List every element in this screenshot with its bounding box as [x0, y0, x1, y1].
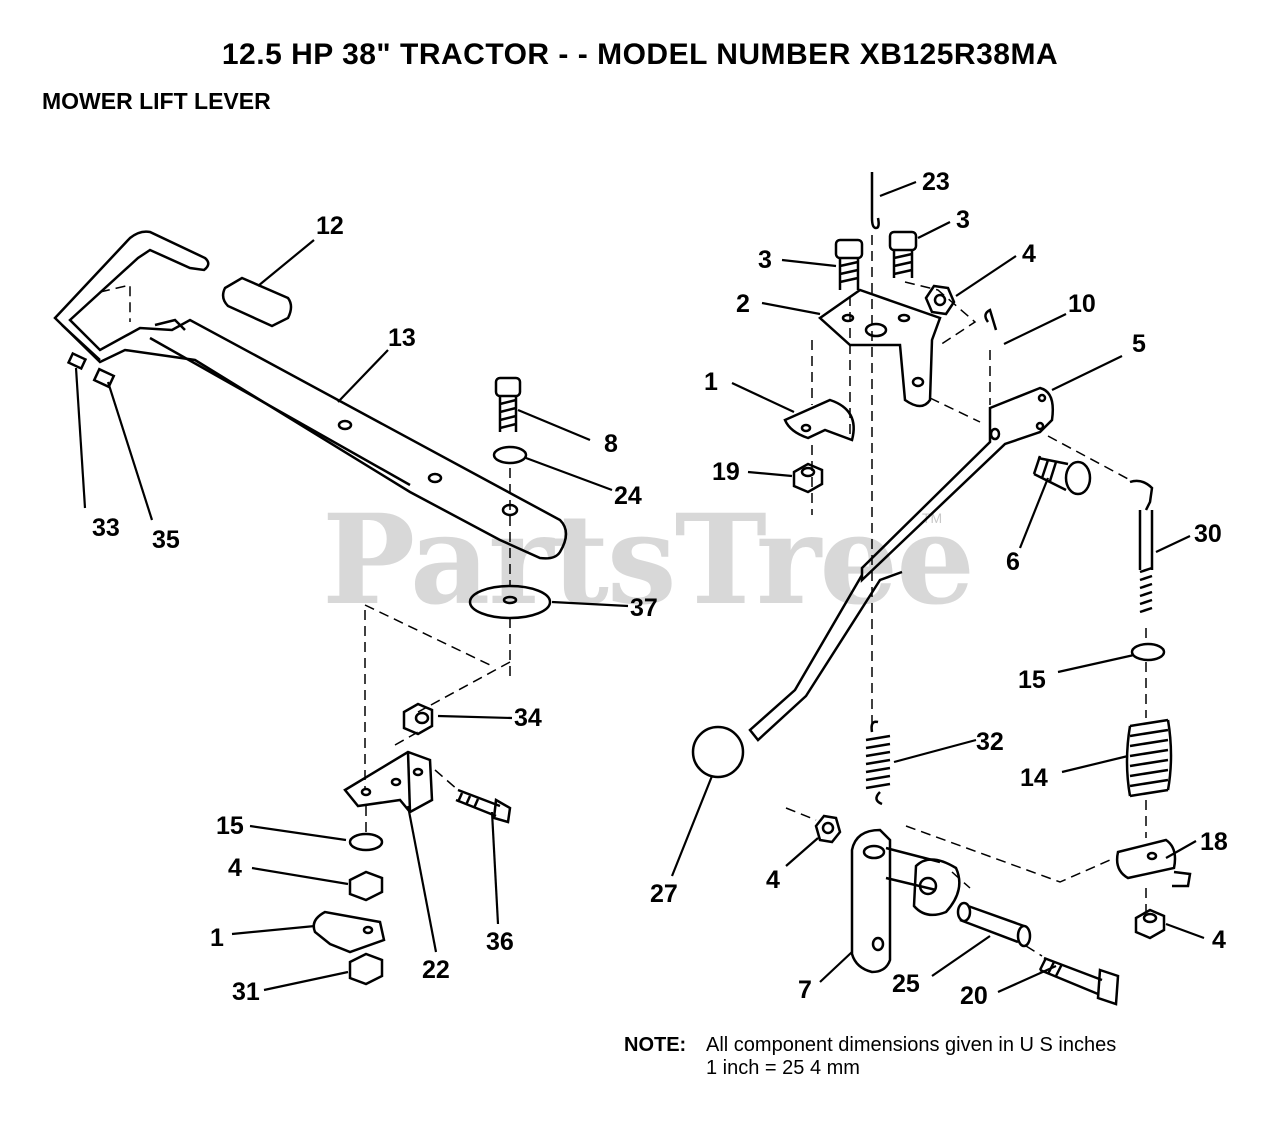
washer-15-right	[1130, 642, 1166, 662]
callout-15-left: 15	[216, 812, 244, 840]
lift-lever-rod-5	[748, 386, 1054, 742]
callout-30: 30	[1194, 520, 1222, 548]
bracket-22	[343, 750, 434, 814]
callout-6: 6	[1006, 548, 1020, 576]
callout-2: 2	[736, 290, 750, 318]
callout-35: 35	[152, 526, 180, 554]
callout-10: 10	[1068, 290, 1096, 318]
spring-32	[865, 720, 891, 806]
washer-24	[492, 445, 528, 465]
arm-7	[850, 828, 961, 974]
bolt-8	[494, 376, 522, 432]
left-dash-lines	[99, 284, 511, 832]
callout-23: 23	[922, 168, 950, 196]
callout-33: 33	[92, 514, 120, 542]
callout-32: 32	[976, 728, 1004, 756]
knob-27	[691, 725, 745, 779]
callout-31: 31	[232, 978, 260, 1006]
diagram-subtitle: MOWER LIFT LEVER	[42, 88, 271, 114]
nut-4-top	[924, 284, 956, 316]
lever-end-pins	[66, 351, 116, 389]
callout-5: 5	[1132, 330, 1146, 358]
nut-34	[402, 702, 434, 736]
cotter-pin-10	[984, 308, 998, 331]
callout-4-left: 4	[228, 854, 242, 882]
callout-13: 13	[388, 324, 416, 352]
bracket-2	[817, 288, 942, 408]
callout-15-right: 15	[1018, 666, 1046, 694]
spring-14	[1125, 718, 1173, 798]
callout-37: 37	[630, 594, 658, 622]
nut-31	[348, 952, 384, 986]
callout-labels: 12 13 33 35 8 24 37 34 15 4 1 31 22 36 2…	[92, 168, 1228, 1010]
callout-20: 20	[960, 982, 988, 1010]
spacer-25	[956, 901, 1032, 948]
bolt-36	[455, 788, 512, 824]
washer-15-left	[348, 832, 384, 852]
nut-4-right	[1134, 908, 1166, 940]
callout-4-right: 4	[1212, 926, 1226, 954]
rod-30	[1129, 479, 1154, 614]
callout-7: 7	[798, 976, 812, 1004]
bolt-3-left	[834, 238, 864, 290]
bolt-6	[1032, 455, 1092, 496]
nut-4-left	[348, 870, 384, 902]
partstree-watermark: PartsTree	[322, 488, 975, 633]
callout-19: 19	[712, 458, 740, 486]
watermark-tm: TM	[922, 510, 943, 526]
callout-14: 14	[1020, 764, 1048, 792]
callout-24: 24	[614, 482, 642, 510]
callout-36: 36	[486, 928, 514, 956]
callout-1-right: 1	[704, 368, 718, 396]
callout-25: 25	[892, 970, 920, 998]
bolt-20	[1038, 956, 1120, 1006]
leader-lines	[74, 180, 1205, 994]
callout-27: 27	[650, 880, 678, 908]
callout-8: 8	[604, 430, 618, 458]
callout-12: 12	[316, 212, 344, 240]
cotter-pin-23	[870, 172, 880, 230]
right-dash-lines	[785, 235, 1147, 957]
callout-3-right: 3	[956, 206, 970, 234]
callout-22: 22	[422, 956, 450, 984]
clip-1-left	[312, 910, 386, 954]
note-line-2: 1 inch = 25 4 mm	[706, 1057, 860, 1079]
nut-4-center	[814, 814, 842, 844]
grip-pad	[221, 276, 293, 328]
nut-19	[792, 462, 824, 494]
pivot-18	[1115, 838, 1192, 888]
clip-1-right	[783, 398, 855, 442]
bolt-3-right	[888, 230, 918, 278]
callout-4-top: 4	[1022, 240, 1036, 268]
lift-lever-handle	[53, 230, 568, 560]
callout-34: 34	[514, 704, 542, 732]
callout-3-left: 3	[758, 246, 772, 274]
note-label: NOTE:	[624, 1034, 687, 1056]
callout-4-center: 4	[766, 866, 780, 894]
callout-18: 18	[1200, 828, 1228, 856]
callout-1-left: 1	[210, 924, 224, 952]
diagram-title: 12.5 HP 38" TRACTOR - - MODEL NUMBER XB1…	[221, 38, 1059, 71]
note-line-1: All component dimensions given in U S in…	[706, 1034, 1117, 1056]
